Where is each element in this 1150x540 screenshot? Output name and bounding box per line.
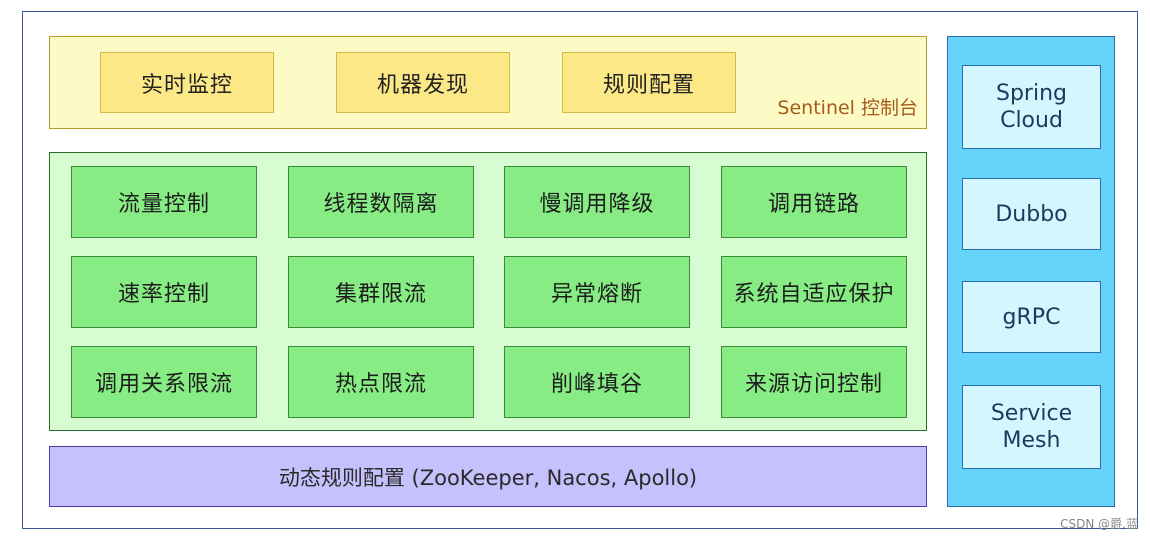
feature-relation-limit: 调用关系限流	[71, 346, 257, 418]
feature-hotspot-limit: 热点限流	[288, 346, 474, 418]
feature-slow-call-degrade: 慢调用降级	[504, 166, 690, 238]
dynamic-rule-config-bar: 动态规则配置 (ZooKeeper, Nacos, Apollo)	[49, 446, 927, 507]
feature-exception-circuit-break: 异常熔断	[504, 256, 690, 328]
console-module-realtime-monitoring: 实时监控	[100, 52, 274, 113]
feature-origin-access-control: 来源访问控制	[721, 346, 907, 418]
console-module-rule-config: 规则配置	[562, 52, 736, 113]
integration-grpc: gRPC	[962, 281, 1101, 353]
integration-service-mesh: Service Mesh	[962, 385, 1101, 469]
feature-adaptive-protection: 系统自适应保护	[721, 256, 907, 328]
feature-flow-control: 流量控制	[71, 166, 257, 238]
feature-peak-shaving: 削峰填谷	[504, 346, 690, 418]
feature-call-chain: 调用链路	[721, 166, 907, 238]
feature-thread-isolation: 线程数隔离	[288, 166, 474, 238]
console-label: Sentinel 控制台	[777, 97, 918, 119]
feature-rate-control: 速率控制	[71, 256, 257, 328]
integration-dubbo: Dubbo	[962, 178, 1101, 250]
watermark: CSDN @爵.蓝	[1060, 517, 1138, 531]
console-module-machine-discovery: 机器发现	[336, 52, 510, 113]
integration-spring-cloud: Spring Cloud	[962, 65, 1101, 149]
feature-cluster-limit: 集群限流	[288, 256, 474, 328]
